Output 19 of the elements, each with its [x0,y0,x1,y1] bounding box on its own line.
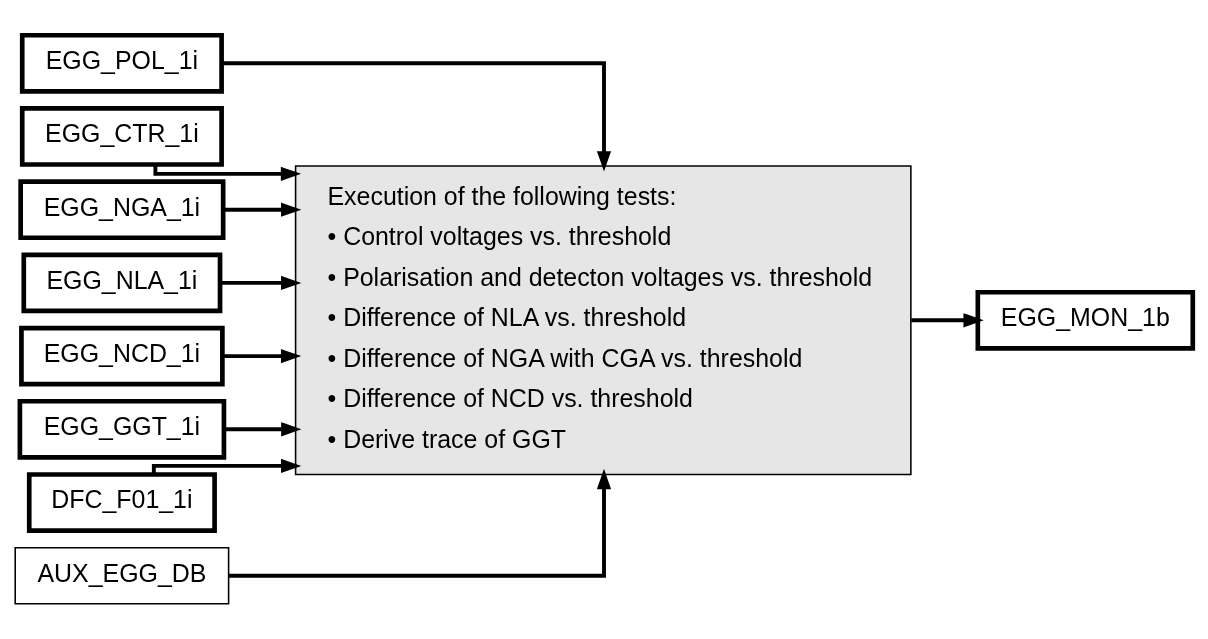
node-box: EGG_CTR_1i [19,106,224,167]
node-box: EGG_NGA_1i [18,179,226,241]
arrow [911,313,984,328]
node-box: EGG_POL_1i [19,32,224,94]
arrow [224,422,302,437]
arrow [221,61,612,172]
node-box: EGG_GGT_1i [17,398,227,460]
node-box: DFC_F01_1i [26,472,217,533]
arrow [151,458,302,475]
arrow [222,349,302,364]
arrow [228,468,612,578]
arrow [223,202,302,217]
node-box: Execution of the following tests: • Control voltages vs. threshold • Polarisation and detecton voltages vs. threshold • Difference of NLA vs. threshold • Difference of NGA with CGA vs. threshold • Difference of NCD vs. threshold • Derive trace of GGT [294,165,912,476]
node-box: EGG_NCD_1i [19,325,225,387]
node-box: AUX_EGG_DB [14,546,230,605]
node-box: EGG_MON_1b [975,289,1196,351]
node-box: EGG_NLA_1i [21,252,223,314]
arrow [153,164,302,181]
arrow [220,275,302,290]
